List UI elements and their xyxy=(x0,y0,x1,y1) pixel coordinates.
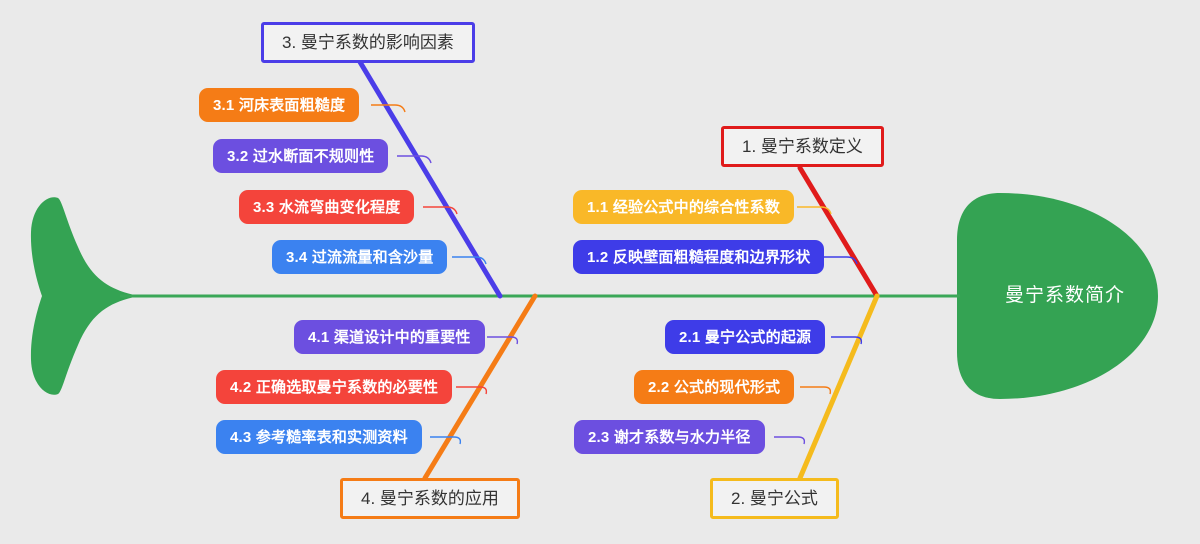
item-3-3[interactable]: 3.3 水流弯曲变化程度 xyxy=(239,190,415,224)
connector-3-3 xyxy=(423,206,458,215)
item-2-2-label: 2.2 公式的现代形式 xyxy=(648,378,781,396)
item-2-3[interactable]: 2.3 谢才系数与水力半径 xyxy=(574,420,765,454)
branch-header-2[interactable]: 2. 曼宁公式 xyxy=(710,478,839,519)
branch-header-3[interactable]: 3. 曼宁系数的影响因素 xyxy=(261,22,475,63)
item-4-2[interactable]: 4.2 正确选取曼宁系数的必要性 xyxy=(216,370,453,404)
fish-head xyxy=(957,193,1158,399)
item-4-3[interactable]: 4.3 参考糙率表和实测资料 xyxy=(216,420,422,454)
item-3-2[interactable]: 3.2 过水断面不规则性 xyxy=(213,139,389,173)
item-1-1[interactable]: 1.1 经验公式中的综合性系数 xyxy=(573,190,795,224)
item-4-1[interactable]: 4.1 渠道设计中的重要性 xyxy=(294,320,485,354)
branch-header-4-label: 4. 曼宁系数的应用 xyxy=(361,489,499,508)
item-4-2-label: 4.2 正确选取曼宁系数的必要性 xyxy=(230,378,439,396)
fish-tail xyxy=(30,197,140,395)
item-2-1[interactable]: 2.1 曼宁公式的起源 xyxy=(665,320,826,354)
item-1-1-label: 1.1 经验公式中的综合性系数 xyxy=(587,198,781,216)
connector-3-4 xyxy=(452,256,487,265)
item-3-3-label: 3.3 水流弯曲变化程度 xyxy=(253,198,401,216)
item-2-3-label: 2.3 谢才系数与水力半径 xyxy=(588,428,751,446)
item-4-1-label: 4.1 渠道设计中的重要性 xyxy=(308,328,471,346)
branch-header-1-label: 1. 曼宁系数定义 xyxy=(742,137,863,156)
item-2-2[interactable]: 2.2 公式的现代形式 xyxy=(634,370,795,404)
branch-header-4[interactable]: 4. 曼宁系数的应用 xyxy=(340,478,520,519)
item-3-1-label: 3.1 河床表面粗糙度 xyxy=(213,96,346,114)
connector-1-1 xyxy=(797,206,832,215)
bone-branch-1 xyxy=(797,165,880,299)
branch-header-2-label: 2. 曼宁公式 xyxy=(731,489,818,508)
branch-header-1[interactable]: 1. 曼宁系数定义 xyxy=(721,126,884,167)
connector-2-1 xyxy=(831,336,863,345)
item-3-2-label: 3.2 过水断面不规则性 xyxy=(227,147,375,165)
item-3-4[interactable]: 3.4 过流流量和含沙量 xyxy=(272,240,448,274)
connector-1-2 xyxy=(823,256,858,265)
item-1-2-label: 1.2 反映壁面粗糙程度和边界形状 xyxy=(587,248,811,266)
item-1-2[interactable]: 1.2 反映壁面粗糙程度和边界形状 xyxy=(573,240,825,274)
item-3-1[interactable]: 3.1 河床表面粗糙度 xyxy=(199,88,360,122)
connector-4-3 xyxy=(430,436,462,445)
branch-header-3-label: 3. 曼宁系数的影响因素 xyxy=(282,33,454,52)
connector-4-1 xyxy=(487,336,519,345)
connector-2-2 xyxy=(800,386,832,395)
connector-4-2 xyxy=(456,386,488,395)
connector-3-1 xyxy=(371,104,406,113)
item-4-3-label: 4.3 参考糙率表和实测资料 xyxy=(230,428,408,446)
bone-branch-2 xyxy=(797,293,880,481)
connector-2-3 xyxy=(774,436,806,445)
item-2-1-label: 2.1 曼宁公式的起源 xyxy=(679,328,812,346)
item-3-4-label: 3.4 过流流量和含沙量 xyxy=(286,248,434,266)
connector-3-2 xyxy=(397,155,432,164)
